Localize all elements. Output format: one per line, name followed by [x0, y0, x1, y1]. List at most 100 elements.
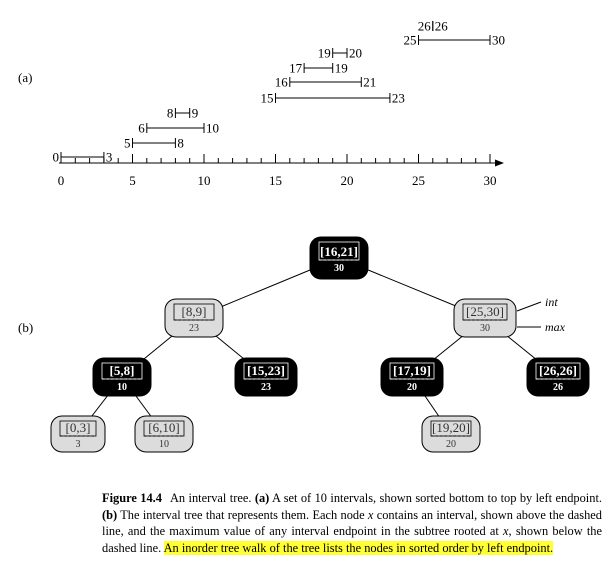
interval-low-label: 6: [138, 121, 145, 136]
node-interval: [15,23]: [247, 363, 285, 378]
caption-figure-label: Figure 14.4: [102, 491, 162, 505]
caption-part-b-ref: (b): [102, 507, 118, 522]
node-box: [92, 357, 152, 397]
interval-low-label: 26: [418, 19, 432, 34]
node-max: 30: [334, 263, 344, 274]
interval-low-label: 16: [275, 75, 289, 90]
part-b-label: (b): [18, 320, 33, 335]
node-box: [309, 236, 369, 280]
tree-node: [8,9] 23: [164, 298, 224, 338]
tree-node: [16,21] 30: [309, 236, 369, 280]
interval: 25 30: [404, 33, 506, 48]
interval-high-label: 10: [206, 121, 219, 136]
axis-tick-label: 5: [129, 173, 136, 188]
node-interval: [16,21]: [320, 244, 358, 259]
caption-text: An interval tree.: [169, 491, 255, 505]
interval-high-label: 26: [435, 19, 449, 34]
node-interval: [8,9]: [182, 304, 207, 319]
axis-tick-label: 20: [341, 173, 354, 188]
interval-low-label: 5: [124, 136, 131, 151]
interval-high-label: 8: [177, 136, 184, 151]
axis-tick-label: 0: [58, 173, 65, 188]
node-max: 23: [261, 382, 271, 393]
node-max: 20: [407, 382, 417, 393]
interval-low-label: 0: [53, 150, 60, 165]
interval-low-label: 15: [261, 91, 274, 106]
interval-low-label: 8: [167, 106, 174, 121]
node-box: [526, 357, 590, 397]
int-field-label: int: [545, 295, 558, 309]
node-interval: [17,19]: [393, 363, 431, 378]
node-max: 3: [76, 439, 81, 450]
node-interval: [0,3]: [66, 420, 91, 435]
tree-node: [19,20] 20: [421, 415, 481, 453]
node-max: 20: [446, 439, 456, 450]
caption-text: , shown below the dashed line.: [102, 524, 602, 555]
interval-high-label: 3: [106, 150, 113, 165]
max-field-label: max: [545, 320, 566, 334]
node-interval-frame: [535, 362, 581, 380]
node-interval: [5,8]: [110, 363, 135, 378]
axis-tick-label: 10: [198, 173, 211, 188]
caption-text: A set of 10 intervals, shown sorted bott…: [269, 491, 602, 505]
int-pointer-line: [516, 301, 542, 312]
caption-variable: x: [367, 507, 374, 522]
axis-arrowhead: [495, 159, 504, 167]
axis-tick-label: 15: [269, 173, 282, 188]
node-box: [164, 298, 224, 338]
node-max: 23: [189, 323, 199, 334]
node-interval-frame: [462, 303, 508, 321]
node-field-legend: int max: [516, 295, 566, 334]
tree-node: [15,23] 23: [234, 357, 298, 397]
node-max: 10: [159, 439, 169, 450]
caption-variable: x: [503, 524, 509, 539]
interval-high-label: 19: [335, 61, 348, 76]
caption-text: contains an interval, shown above the da…: [102, 507, 602, 539]
node-max: 10: [117, 382, 127, 393]
interval: 6 10: [138, 121, 219, 136]
node-interval: [25,30]: [466, 304, 504, 319]
interval-high-label: 23: [392, 91, 405, 106]
part-a-label: (a): [18, 70, 32, 85]
node-interval: [26,26]: [539, 363, 577, 378]
node-max: 26: [553, 382, 563, 393]
node-max: 30: [480, 323, 490, 334]
node-interval: [6,10]: [148, 420, 179, 435]
node-box: [234, 357, 298, 397]
node-box: [50, 415, 106, 453]
node-box: [380, 357, 444, 397]
caption-part-a-ref: (a): [254, 491, 270, 505]
interval-low-label: 19: [318, 46, 331, 61]
caption-text: The interval tree that represents them. …: [117, 507, 368, 522]
interval-high-label: 9: [192, 106, 199, 121]
caption-highlighted-sentence: An inorder tree walk of the tree lists t…: [163, 540, 554, 555]
node-interval-frame: [243, 362, 289, 380]
interval-tree-diagram: [16,21] 30 [8,9] 23 [25,30] 30 [5,8] 10 [15,23] 2…: [50, 236, 590, 453]
interval-high-label: 20: [349, 46, 362, 61]
tree-node: [17,19] 20: [380, 357, 444, 397]
tree-edges: [77, 257, 559, 435]
figure-caption: Figure 14.4 An interval tree. (a) A set o…: [102, 490, 602, 556]
tree-node: [25,30] 30: [453, 298, 517, 338]
node-box: [421, 415, 481, 453]
axis-tick-label: 25: [412, 173, 425, 188]
tree-node: [5,8] 10: [92, 357, 152, 397]
interval-low-label: 25: [404, 33, 417, 48]
node-box: [453, 298, 517, 338]
node-interval: [19,20]: [432, 420, 470, 435]
tree-node: [0,3] 3: [50, 415, 106, 453]
interval-high-label: 21: [363, 75, 376, 90]
axis-tick-label: 30: [484, 173, 497, 188]
tree-node: [26,26] 26: [526, 357, 590, 397]
interval-high-label: 30: [492, 33, 505, 48]
